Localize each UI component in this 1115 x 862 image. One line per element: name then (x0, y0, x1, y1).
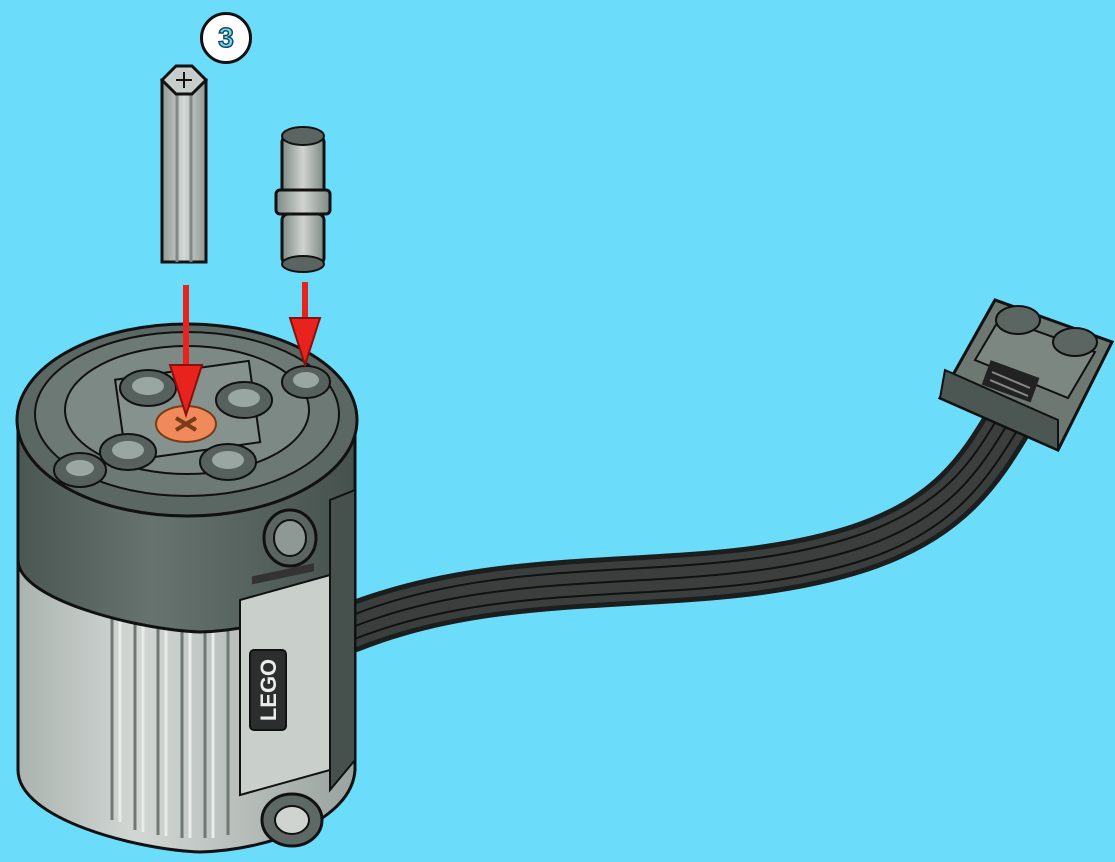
motor-logo-text: LEGO (256, 659, 281, 721)
cable-plug-icon (940, 300, 1112, 450)
connector-pin-icon (276, 127, 330, 272)
cross-axle-icon (162, 66, 206, 262)
motor-cable (350, 414, 1020, 640)
